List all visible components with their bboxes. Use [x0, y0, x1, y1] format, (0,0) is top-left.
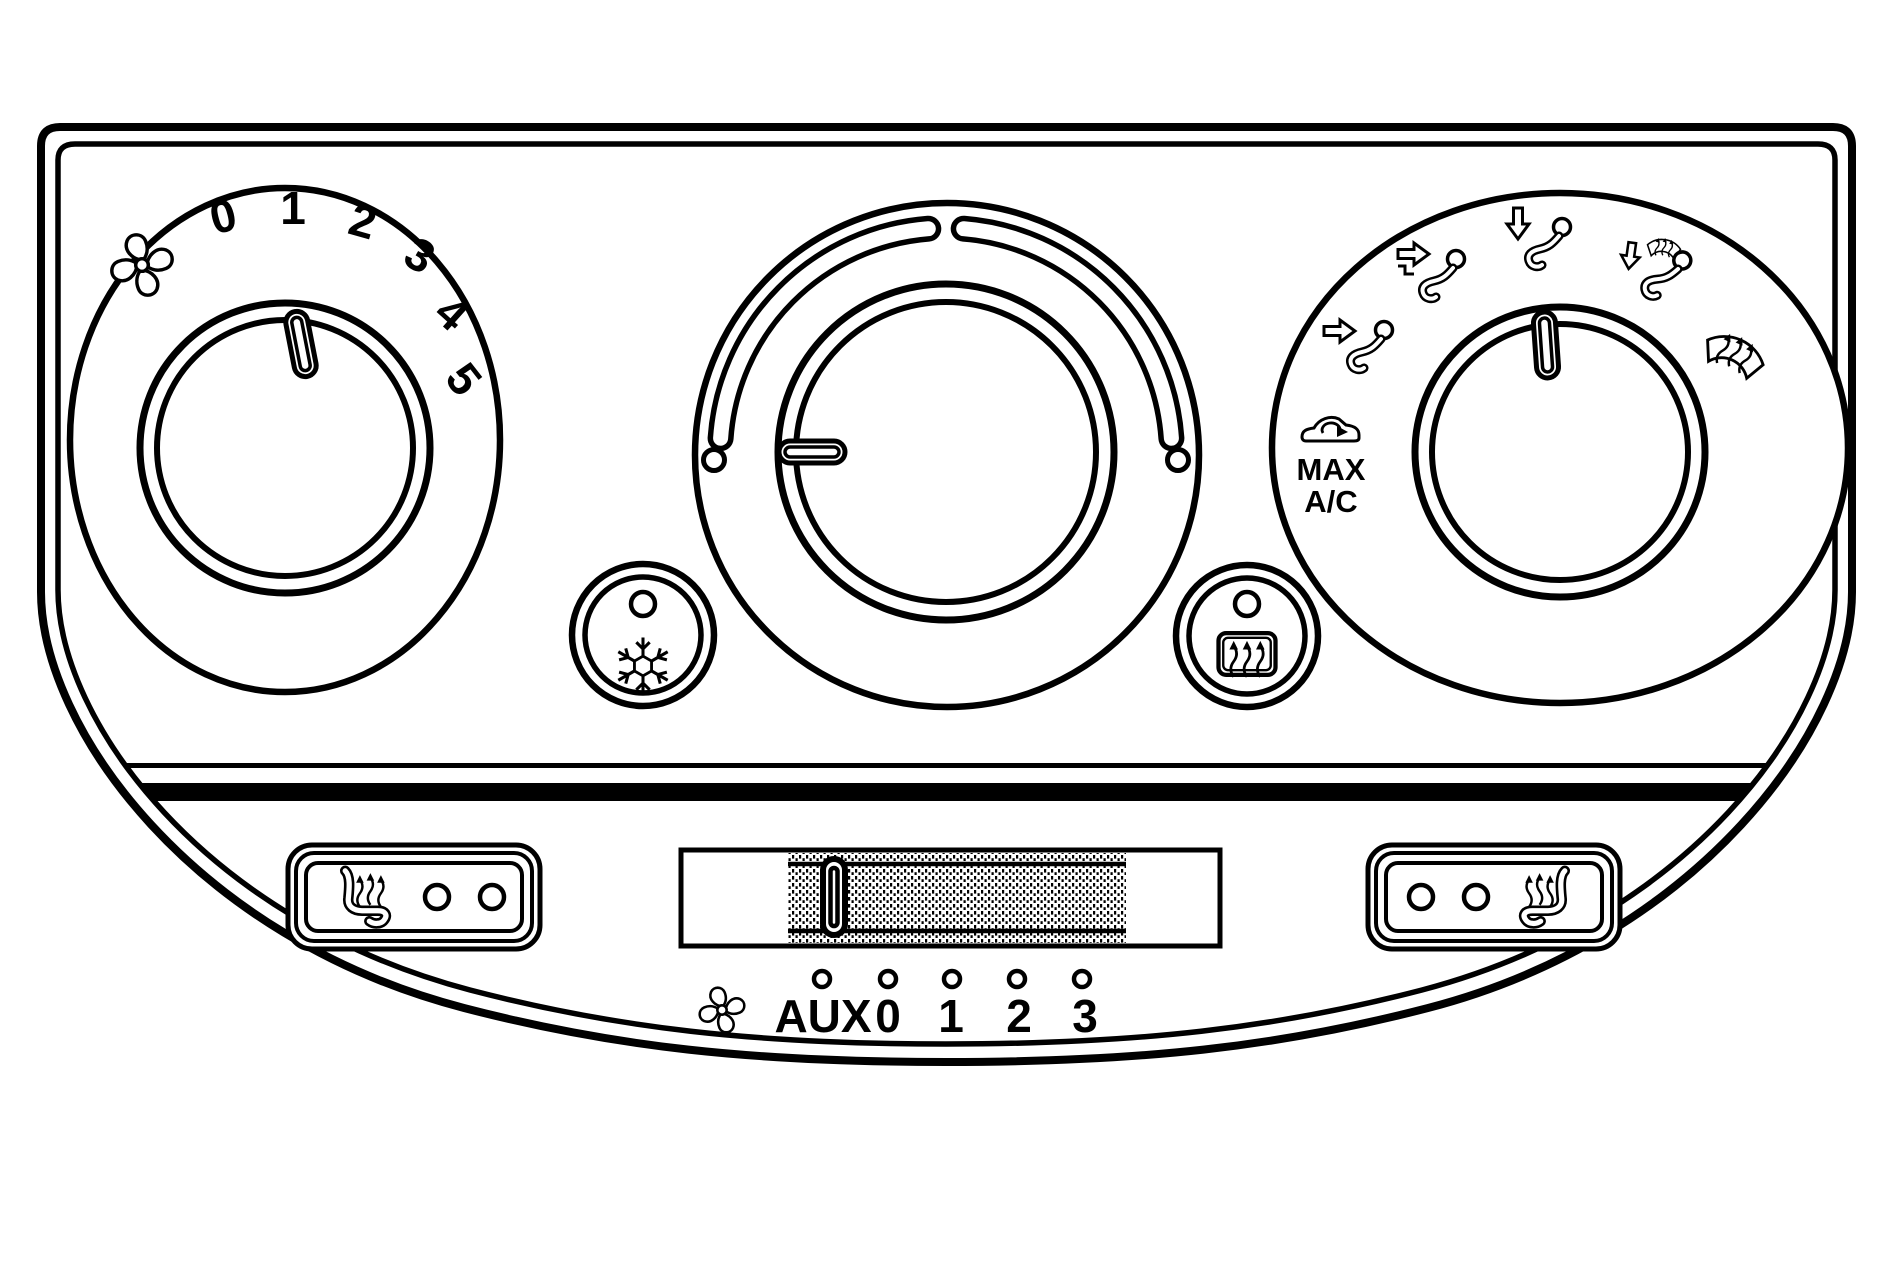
fan-speed-label-1: 1 [280, 182, 306, 234]
temperature-knob-group [691, 199, 1203, 711]
aux-label-0: 0 [875, 990, 901, 1042]
air-distribution-knob-group: MAX A/C [1268, 189, 1852, 707]
max-ac-label-line2: A/C [1304, 484, 1357, 519]
fan-speed-knob-group: 0 1 2 3 4 5 [66, 182, 504, 696]
rear-window-defrost-icon [1219, 633, 1276, 677]
rear-defrost-led-indicator [1235, 592, 1259, 616]
separator [58, 763, 1835, 801]
aux-fan-slider[interactable] [678, 847, 1223, 949]
seat-heat-level-dot [425, 885, 449, 909]
temp-hot-end-dot [1165, 447, 1191, 473]
aux-tick-dot [944, 971, 960, 987]
aux-label-2: 2 [1006, 990, 1032, 1042]
temp-knob-pointer [779, 441, 845, 463]
seat-heat-level-dot [1409, 885, 1433, 909]
temp-arc-track [701, 215, 1191, 473]
left-seat-heater-button[interactable] [285, 842, 543, 952]
aux-tick-dot [1074, 971, 1090, 987]
temperature-knob[interactable] [774, 280, 1118, 624]
aux-tick-dot [880, 971, 896, 987]
aux-tick-dot [814, 971, 830, 987]
seat-heat-level-dot [480, 885, 504, 909]
mode-knob-pointer [1533, 311, 1560, 378]
aux-fan-scale: AUX 0 1 2 3 [700, 971, 1098, 1042]
ac-button[interactable] [568, 560, 718, 710]
aux-tick-dot [1009, 971, 1025, 987]
right-seat-heater-button[interactable] [1365, 842, 1623, 952]
seat-heat-level-dot [1464, 885, 1488, 909]
fan-speed-knob[interactable] [136, 299, 434, 597]
aux-label-3: 3 [1072, 990, 1098, 1042]
ac-led-indicator [631, 592, 655, 616]
aux-label-1: 1 [938, 990, 964, 1042]
max-ac-label-line1: MAX [1297, 452, 1366, 487]
air-distribution-knob[interactable] [1411, 303, 1709, 601]
aux-label: AUX [774, 990, 871, 1042]
rear-defrost-button[interactable] [1172, 561, 1322, 711]
slider-handle[interactable] [820, 856, 848, 938]
temp-cold-end-dot [701, 447, 727, 473]
